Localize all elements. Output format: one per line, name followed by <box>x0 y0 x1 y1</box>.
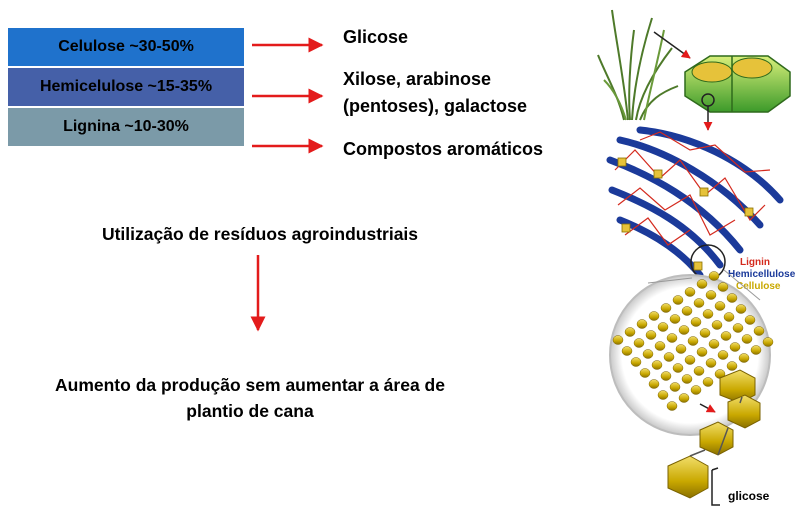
aumento-line-2: plantio de cana <box>186 401 314 421</box>
product-pentoses: Xilose, arabinose (pentoses), galactose <box>343 66 527 120</box>
hemicelulose-box: Hemicelulose ~15-35% <box>8 68 244 106</box>
plant-cell-icon <box>684 55 791 113</box>
lignina-box: Lignina ~10-30% <box>8 108 244 146</box>
flow-step-aumento: Aumento da produção sem aumentar a área … <box>10 372 490 424</box>
legend-cellulose: Cellulose <box>736 281 781 292</box>
product-aromaticos: Compostos aromáticos <box>343 139 544 159</box>
hemicelulose-label: Hemicelulose ~15-35% <box>39 78 213 95</box>
glucose-chain-icon <box>667 369 761 506</box>
legend-hemicellulose: Hemicellulose <box>728 269 796 280</box>
celulose-label: Celulose ~30-50% <box>58 38 194 55</box>
lignina-label: Lignina ~10-30% <box>63 118 189 135</box>
legend-lignin: Lignin <box>740 257 770 268</box>
product-galactose-line: (pentoses), galactose <box>343 96 528 116</box>
product-xilose-line: Xilose, arabinose <box>343 69 492 89</box>
grass-plant-icon <box>597 9 679 121</box>
lignocellulose-fibers-icon <box>606 126 784 279</box>
aumento-line-1: Aumento da produção sem aumentar a área … <box>55 375 445 395</box>
flow-step-residuos: Utilização de resíduos agroindustriais <box>101 224 419 244</box>
cellulose-microfibril-icon <box>612 271 774 411</box>
glicose-label: glicose <box>728 489 770 503</box>
product-glicose: Glicose <box>343 27 409 47</box>
celulose-box: Celulose ~30-50% <box>8 28 244 66</box>
